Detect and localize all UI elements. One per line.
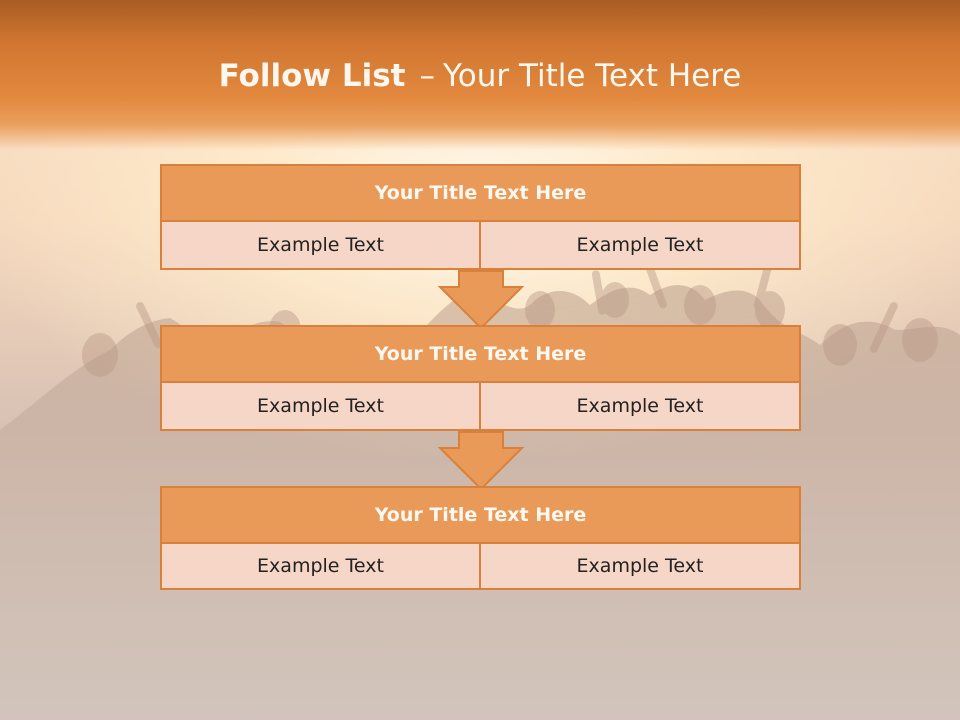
title-rest: Your Title Text Here <box>442 58 742 94</box>
list-block-3: Your Title Text Here Example Text Exampl… <box>160 486 801 592</box>
list-block-2: Your Title Text Here Example Text Exampl… <box>160 325 801 433</box>
block-left-cell: Example Text <box>160 542 481 590</box>
block-title: Your Title Text Here <box>160 325 801 383</box>
block-right-cell: Example Text <box>479 381 801 431</box>
down-arrow-icon <box>438 431 524 491</box>
header-band <box>0 0 960 150</box>
block-right-cell: Example Text <box>479 220 801 270</box>
block-title: Your Title Text Here <box>160 164 801 222</box>
block-title: Your Title Text Here <box>160 486 801 544</box>
title-dash: – <box>419 58 435 94</box>
down-arrow-icon <box>438 270 524 330</box>
block-left-cell: Example Text <box>160 381 481 431</box>
list-block-1: Your Title Text Here Example Text Exampl… <box>160 164 801 272</box>
title-bold: Follow List <box>218 58 406 94</box>
block-left-cell: Example Text <box>160 220 481 270</box>
page-title: Follow List–Your Title Text Here <box>0 56 960 96</box>
block-right-cell: Example Text <box>479 542 801 590</box>
